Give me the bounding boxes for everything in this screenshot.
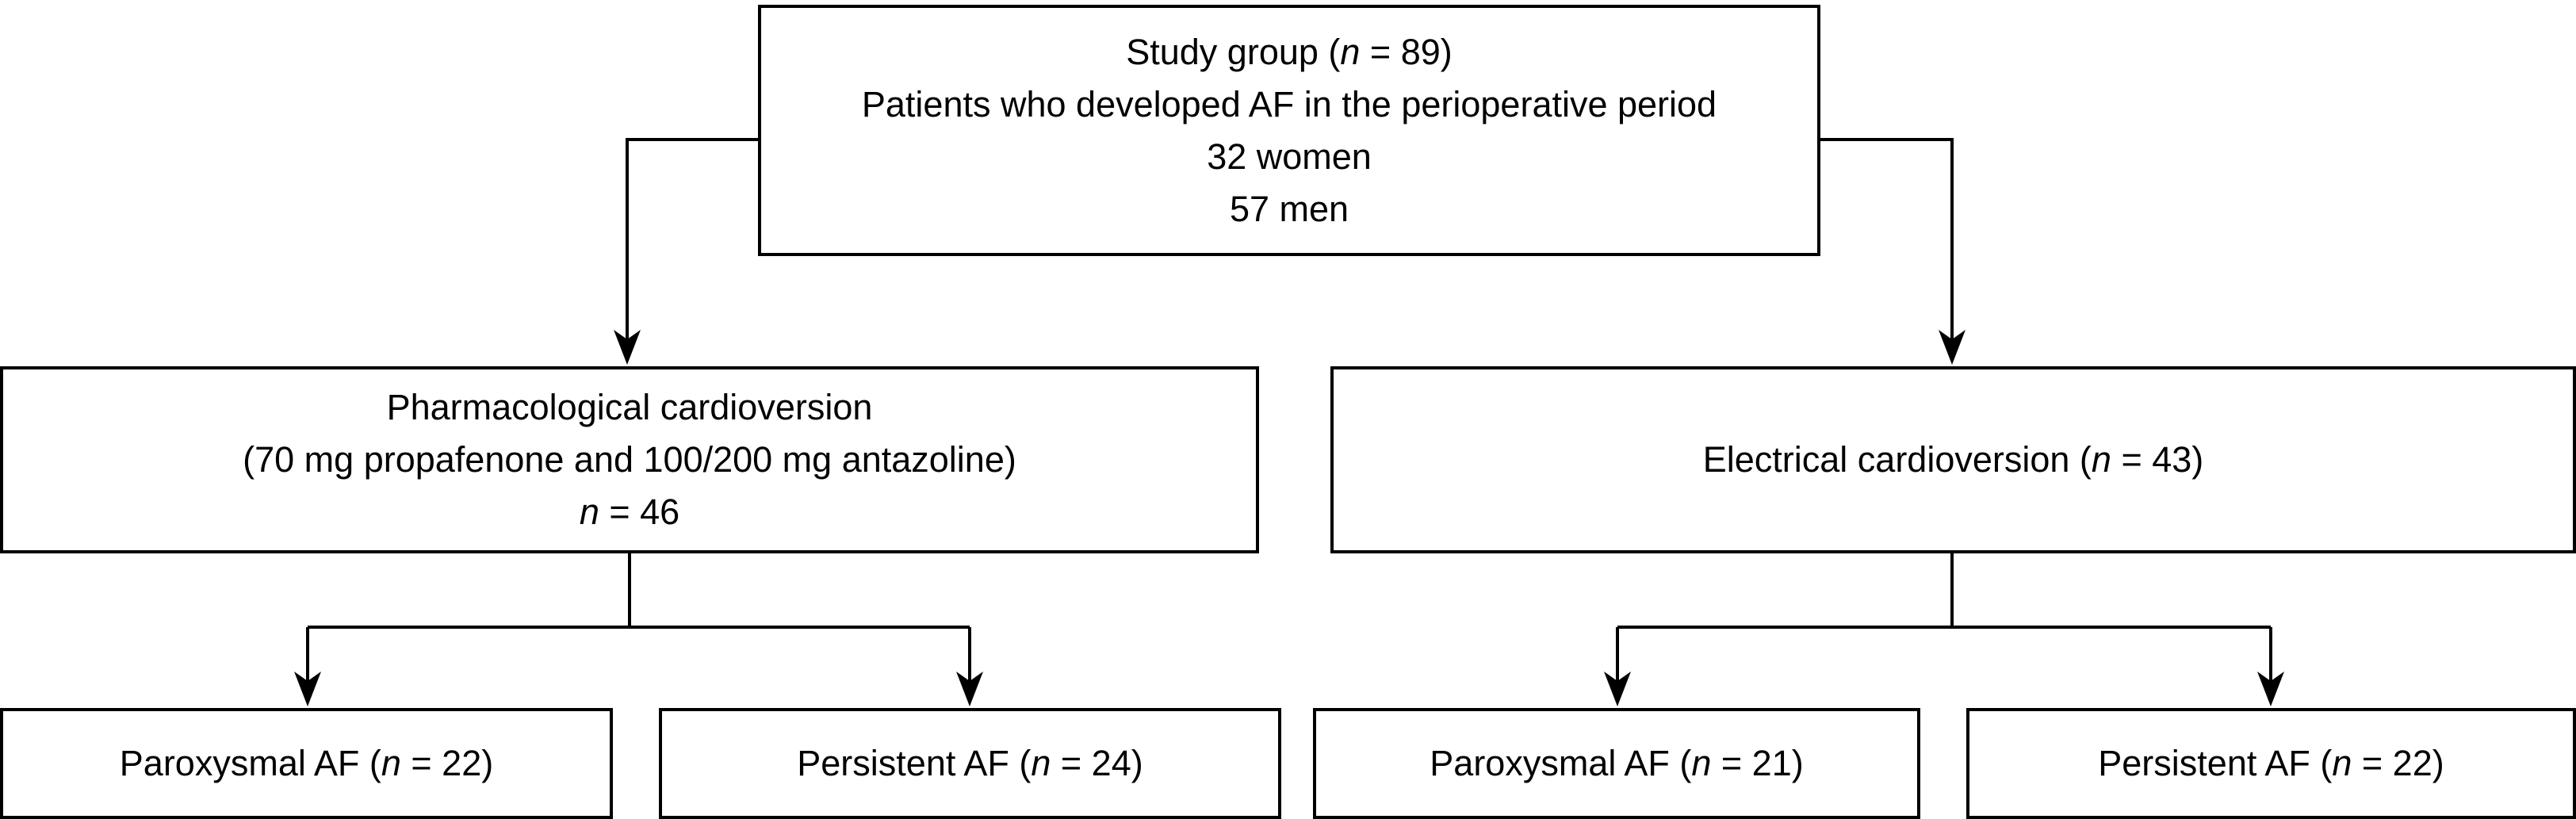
paroxysmal-af-electrical-box: Paroxysmal AF (n = 21): [1313, 708, 1920, 819]
node-text-line: Persistent AF (n = 22): [2098, 743, 2444, 783]
node-text-line: Study group (n = 89): [1126, 31, 1453, 72]
node-text-line: (70 mg propafenone and 100/200 mg antazo…: [243, 439, 1016, 480]
connector-electrical-split: [1616, 553, 2272, 686]
node-text-line: Patients who developed AF in the periope…: [861, 83, 1717, 124]
arrow-down-icon: [2257, 672, 2284, 706]
pharmacological-cardioversion-box: Pharmacological cardioversion (70 mg prop…: [0, 366, 1259, 553]
node-text-line: n = 46: [579, 492, 680, 532]
paroxysmal-af-pharma-box: Paroxysmal AF (n = 22): [0, 708, 613, 819]
node-text-line: Paroxysmal AF (n = 22): [119, 743, 494, 783]
connector-study-to-pharma: [626, 138, 760, 344]
persistent-af-pharma-box: Persistent AF (n = 24): [659, 708, 1281, 819]
study-group-box: Study group (n = 89) Patients who develop…: [758, 5, 1820, 256]
node-text-line: 32 women: [1207, 136, 1372, 177]
persistent-af-electrical-box: Persistent AF (n = 22): [1966, 708, 2576, 819]
arrow-down-icon: [614, 330, 641, 365]
node-text-line: 57 men: [1229, 188, 1349, 229]
node-text-line: Persistent AF (n = 24): [797, 743, 1143, 783]
electrical-cardioversion-box: Electrical cardioversion (n = 43): [1330, 366, 2576, 553]
arrow-down-icon: [1604, 672, 1631, 706]
node-text-line: Paroxysmal AF (n = 21): [1430, 743, 1804, 783]
node-text-line: Electrical cardioversion (n = 43): [1702, 439, 2204, 480]
arrow-down-icon: [956, 672, 983, 706]
arrow-down-icon: [294, 672, 321, 706]
connector-pharma-split: [306, 553, 971, 686]
arrow-down-icon: [1939, 330, 1965, 365]
node-text-line: Pharmacological cardioversion: [386, 387, 873, 427]
connector-study-to-electrical: [1819, 138, 1954, 344]
